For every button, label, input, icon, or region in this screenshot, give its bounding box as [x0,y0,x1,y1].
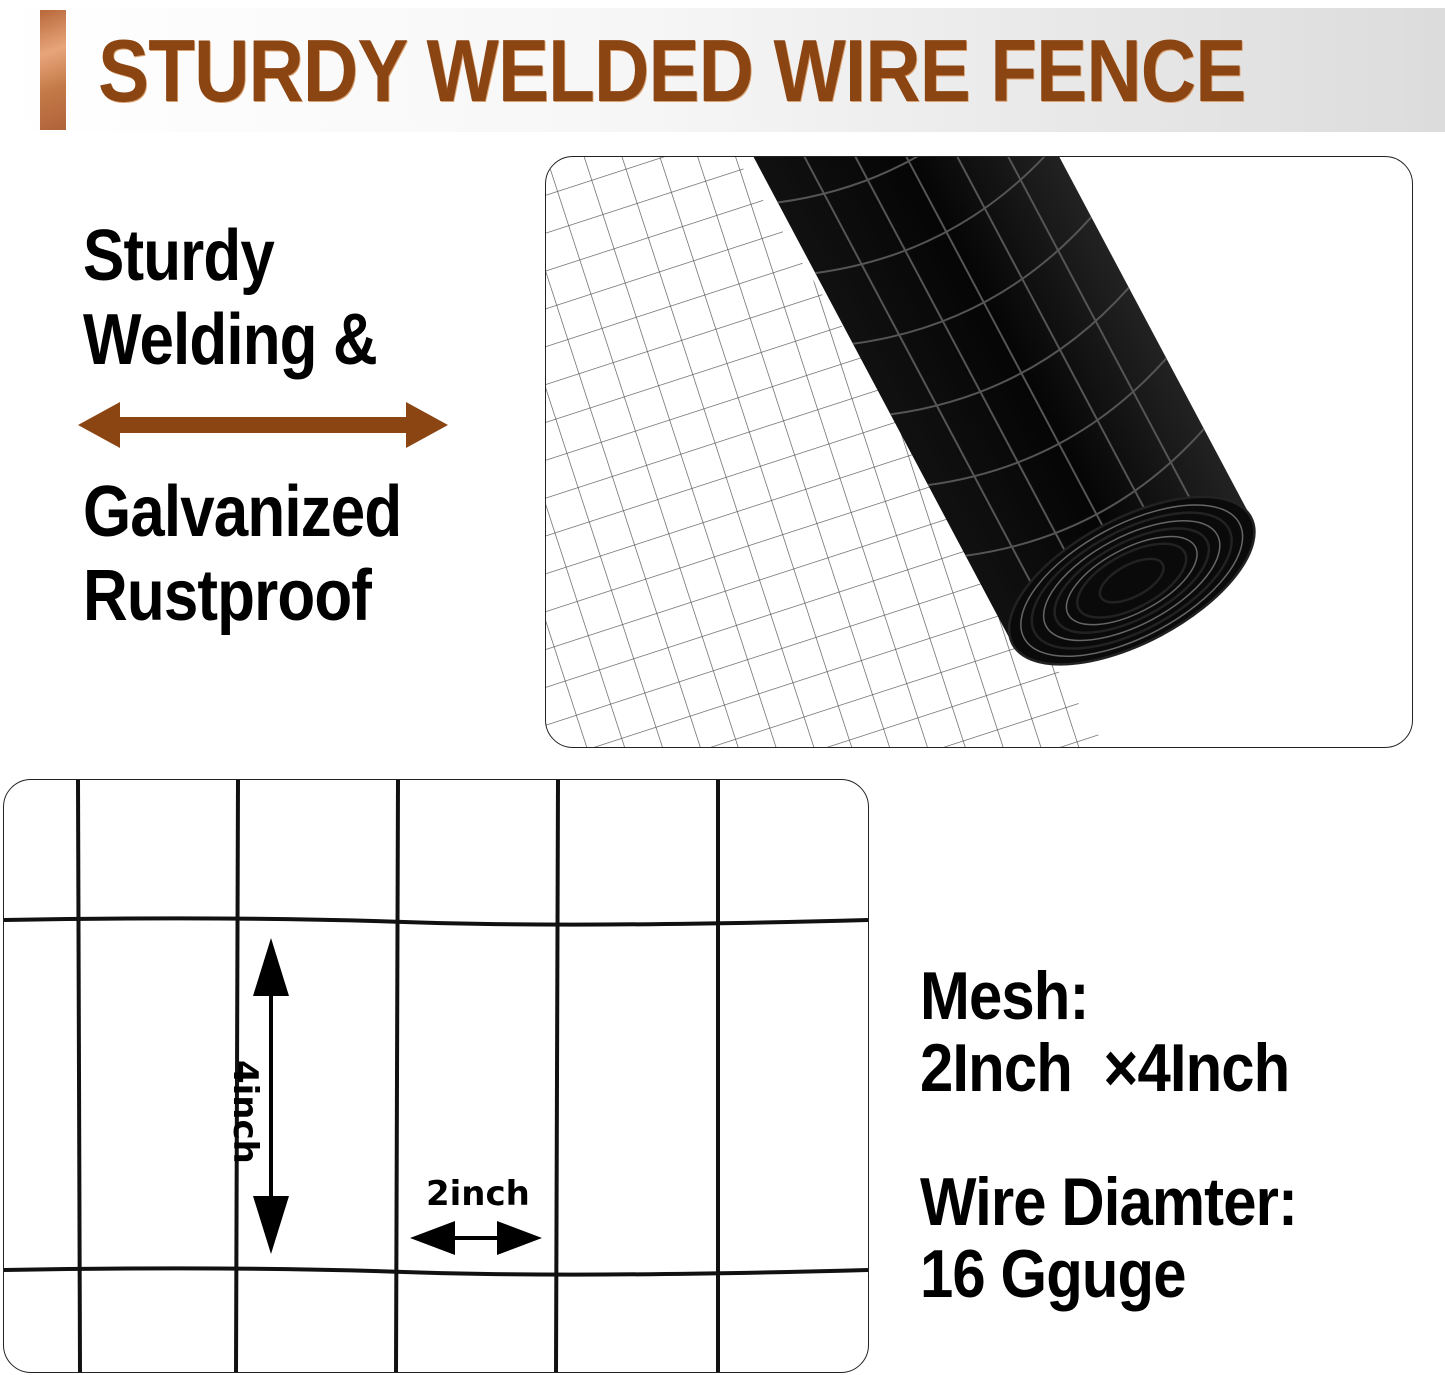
header-banner: STURDY WELDED WIRE FENCE [0,8,1445,132]
feature-line-3: Galvanized [83,472,402,552]
fence-roll-illustration [546,157,1256,747]
feature-line-2: Welding & [83,300,378,380]
fence-roll-image [545,156,1413,748]
feature-line-1: Sturdy [83,216,275,296]
page-title: STURDY WELDED WIRE FENCE [98,21,1246,120]
mesh-grid-closeup [3,779,869,1373]
dimension-label-horizontal: 2inch [426,1174,530,1214]
spec-wire-diameter: Wire Diamter: 16 Gguge [920,1164,1298,1312]
spec-mesh-value: 2Inch ×4Inch [920,1030,1290,1106]
mesh-grid-illustration [4,780,868,1372]
dimension-label-vertical: 4inch [225,1060,265,1164]
spec-mesh-label: Mesh: [920,958,1089,1034]
spec-wire-value: 16 Gguge [920,1236,1187,1312]
double-arrow-horizontal-icon [78,402,448,448]
feature-galvanized: Galvanized Rustproof [83,470,402,638]
header-accent-bar [40,10,66,130]
feature-welding: Sturdy Welding & [83,214,378,382]
feature-line-4: Rustproof [83,556,372,636]
spec-wire-label: Wire Diamter: [920,1164,1298,1240]
spec-mesh: Mesh: 2Inch ×4Inch [920,958,1290,1106]
